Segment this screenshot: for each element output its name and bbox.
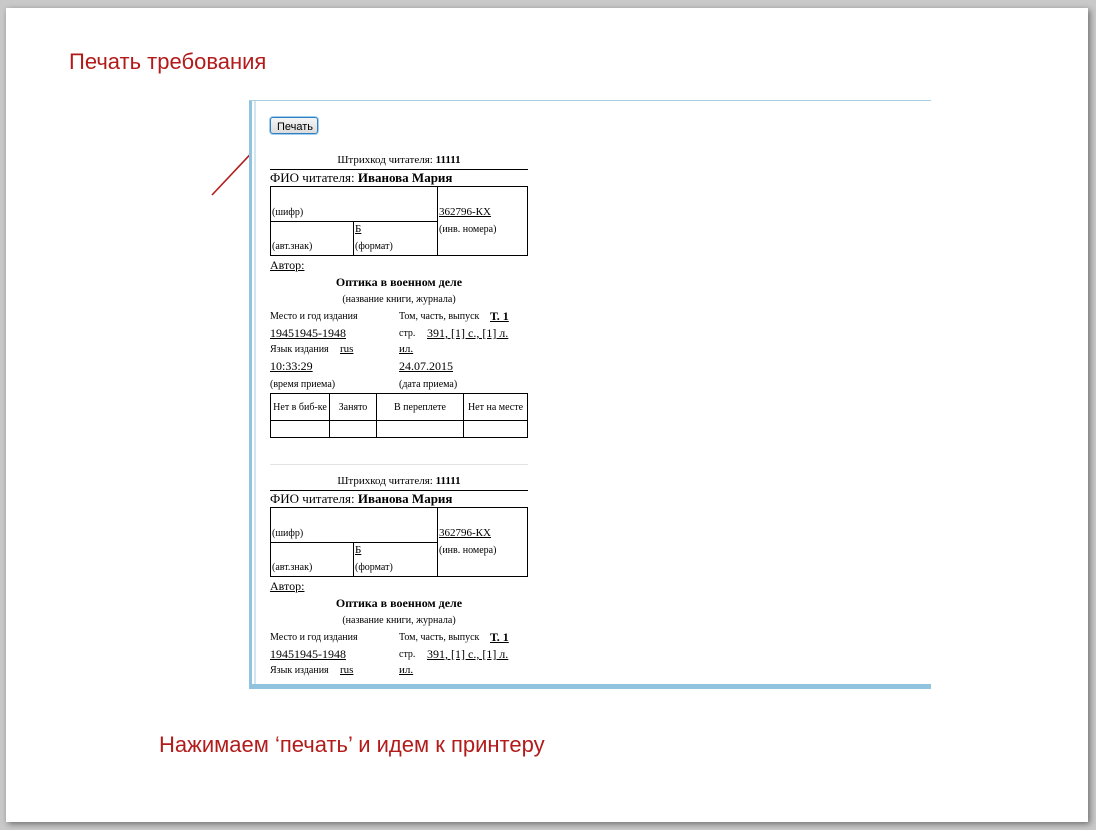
status-cell[interactable] — [270, 420, 330, 438]
pages-label: стр. — [399, 649, 416, 660]
inventory-value: 362796-КХ — [439, 527, 491, 539]
cipher-label: (шифр) — [272, 528, 304, 539]
page-separator — [270, 464, 528, 465]
time-label: (время приема) — [270, 379, 336, 390]
language-label: Язык издания — [270, 665, 329, 676]
format-value: Б — [355, 223, 362, 235]
request-form-copy: Штрихкод читателя: 11111 ФИО читателя: И… — [270, 475, 528, 685]
status-col-taken: Занято — [329, 393, 377, 421]
pages-value: 391, [1] с., [1] л. — [427, 647, 509, 661]
window-left-border-inner — [254, 101, 256, 689]
divider — [270, 169, 528, 170]
volume-label: Том, часть, выпуск — [399, 311, 480, 322]
shelf-mark-box: (шифр) 362796-КХ (инв. номера) Б (формат… — [270, 186, 528, 256]
place-year-label: Место и год издания — [270, 632, 358, 643]
author-sign-label: (авт.знак) — [272, 562, 313, 573]
reader-line: ФИО читателя: Иванова Мария — [270, 491, 528, 507]
place-year-label: Место и год издания — [270, 311, 358, 322]
place-year-value: 19451945-1948 — [270, 326, 346, 340]
barcode-value: 11111 — [435, 154, 461, 166]
language-value: rus — [340, 343, 354, 355]
pages-value-cont: ил. — [399, 664, 414, 676]
format-label: (формат) — [355, 562, 393, 573]
reader-name: Иванова Мария — [357, 491, 453, 506]
author-sign-label: (авт.знак) — [272, 241, 313, 252]
place-year-value: 19451945-1948 — [270, 647, 346, 661]
book-title: Оптика в военном деле — [335, 275, 463, 289]
inventory-label: (инв. номера) — [439, 545, 497, 556]
reader-line: ФИО читателя: Иванова Мария — [270, 170, 528, 186]
inventory-value: 362796-КХ — [439, 206, 491, 218]
date-label: (дата приема) — [399, 379, 458, 390]
volume-value: Т. 1 — [490, 630, 509, 644]
shelf-mark-box: (шифр) 362796-КХ (инв. номера) Б (формат… — [270, 507, 528, 577]
status-table: Нет в биб-ке Занято В переплете Нет на м… — [270, 393, 528, 438]
window-bottom-border — [249, 684, 931, 689]
status-cell[interactable] — [329, 420, 377, 438]
inventory-label: (инв. номера) — [439, 224, 497, 235]
reader-label: ФИО читателя: — [270, 170, 355, 185]
barcode-label: Штрихкод читателя: — [337, 154, 433, 166]
language-label: Язык издания — [270, 344, 329, 355]
book-title-label: (название книги, журнала) — [342, 294, 456, 305]
slide-title: Печать требования — [69, 49, 267, 74]
status-col-misplaced: Нет на месте — [463, 393, 528, 421]
request-form: Штрихкод читателя: 11111 ФИО читателя: И… — [270, 154, 528, 444]
reader-label: ФИО читателя: — [270, 491, 355, 506]
status-col-missing: Нет в биб-ке — [270, 393, 330, 421]
divider — [270, 490, 528, 491]
pages-value-cont: ил. — [399, 343, 414, 355]
slide-caption: Нажимаем ‘печать’ и идем к принтеру — [159, 732, 545, 757]
pages-value: 391, [1] с., [1] л. — [427, 326, 509, 340]
status-col-binding: В переплете — [376, 393, 464, 421]
status-cell[interactable] — [463, 420, 528, 438]
status-cell[interactable] — [376, 420, 464, 438]
print-button[interactable]: Печать — [270, 117, 318, 134]
author-label: Автор: — [270, 579, 305, 593]
book-title-label: (название книги, журнала) — [342, 615, 456, 626]
barcode-line: Штрихкод читателя: 11111 — [270, 154, 528, 166]
language-value: rus — [340, 664, 354, 676]
format-value: Б — [355, 544, 362, 556]
barcode-value: 11111 — [435, 475, 461, 487]
format-label: (формат) — [355, 241, 393, 252]
barcode-line: Штрихкод читателя: 11111 — [270, 475, 528, 487]
cipher-label: (шифр) — [272, 207, 304, 218]
barcode-label: Штрихкод читателя: — [337, 475, 433, 487]
window-left-border — [249, 101, 252, 689]
browser-screenshot: Печать Штрихкод читателя: 11111 ФИО чита… — [249, 100, 931, 689]
volume-label: Том, часть, выпуск — [399, 632, 480, 643]
slide: Печать требования Нажимаем ‘печать’ и ид… — [6, 8, 1088, 822]
author-label: Автор: — [270, 258, 305, 272]
pages-label: стр. — [399, 328, 416, 339]
time-value: 10:33:29 — [270, 359, 313, 373]
date-value: 24.07.2015 — [399, 359, 453, 373]
reader-name: Иванова Мария — [357, 170, 453, 185]
book-title: Оптика в военном деле — [335, 596, 463, 610]
volume-value: Т. 1 — [490, 309, 509, 323]
